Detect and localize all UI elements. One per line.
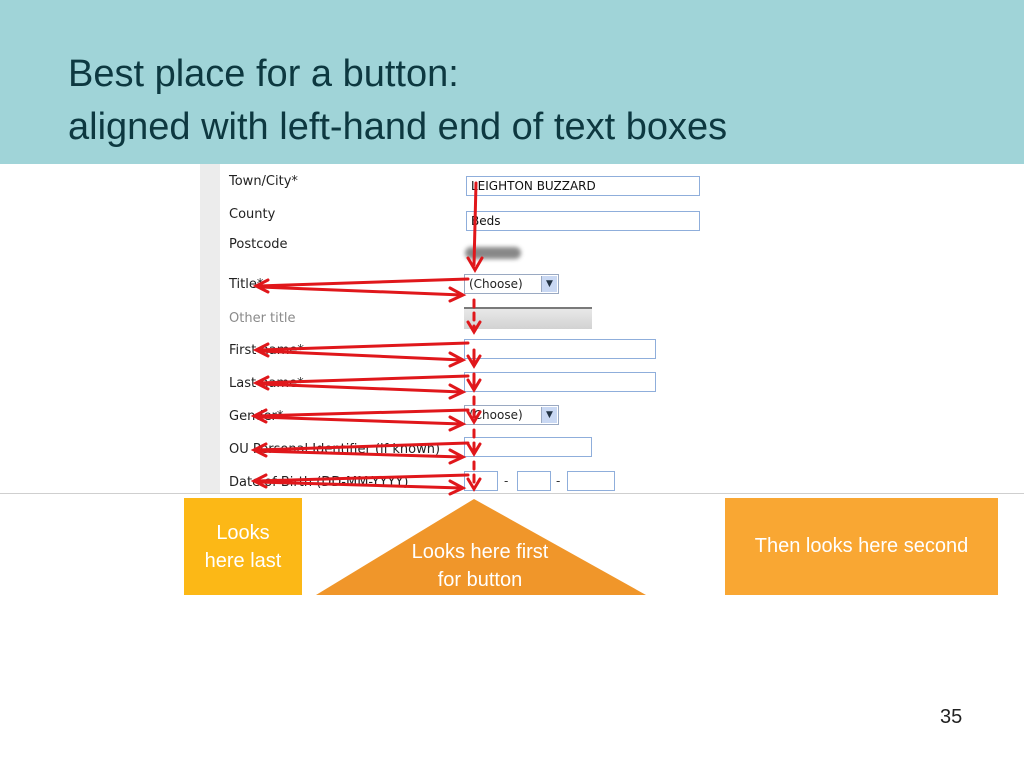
left-arrow-line	[256, 341, 470, 352]
right-arrow-line	[258, 382, 464, 394]
down-arrow-line	[472, 181, 478, 267]
left-arrow-line	[256, 277, 470, 288]
title-select-value: (Choose)	[469, 277, 523, 291]
right-arrow-line	[256, 415, 464, 426]
last-name-field[interactable]	[464, 372, 656, 392]
down-arrow-head	[466, 256, 484, 273]
eye-path-arrows	[250, 181, 484, 496]
right-arrow-head	[448, 415, 467, 432]
dob-separator: -	[556, 474, 561, 488]
callout-triangle	[316, 499, 646, 595]
postcode-blurred-value	[465, 247, 521, 259]
down-arrow-head	[466, 354, 482, 369]
county-field[interactable]: Beds	[466, 211, 700, 231]
callout-first-text: Looks here first for button	[411, 541, 549, 591]
right-arrow-head	[448, 351, 467, 368]
left-arrow-head	[252, 375, 270, 391]
down-arrow-head	[466, 477, 482, 492]
left-arrow-line	[256, 374, 470, 385]
slide-title: Best place for a button: aligned with le…	[68, 48, 727, 154]
slide-title-line-1: Best place for a button:	[68, 53, 459, 95]
right-arrow-line	[258, 349, 464, 362]
left-arrow-head	[252, 278, 270, 294]
chevron-down-icon: ▼	[541, 407, 557, 423]
gender-select-value: (Choose)	[469, 408, 523, 422]
left-arrow-line	[254, 473, 470, 483]
page-number: 35	[940, 706, 963, 728]
title-banner	[0, 0, 1024, 164]
right-arrow-head	[448, 286, 467, 303]
down-arrow-head	[466, 320, 482, 335]
town-city-label: Town/City*	[229, 174, 298, 189]
right-arrow-line	[256, 449, 464, 459]
down-arrow-head	[466, 410, 482, 425]
dob-separator: -	[504, 474, 509, 488]
other-title-label: Other title	[229, 311, 296, 326]
postcode-label: Postcode	[229, 237, 288, 252]
right-arrow-head	[448, 383, 467, 400]
left-arrow-line	[254, 441, 470, 452]
down-arrow-head	[466, 378, 482, 393]
left-arrow-head	[250, 442, 268, 458]
title-label: Title*	[229, 277, 264, 292]
chevron-down-icon: ▼	[541, 276, 557, 292]
callout-last-text: Looks here last	[204, 521, 282, 572]
callout-looks-here-second: Then looks here second	[725, 498, 998, 595]
left-arrow-head	[250, 473, 268, 489]
first-name-field[interactable]	[464, 339, 656, 359]
title-select[interactable]: (Choose) ▼	[464, 274, 559, 294]
down-arrow-head	[466, 442, 482, 457]
right-arrow-line	[258, 285, 464, 297]
town-city-field[interactable]: LEIGHTON BUZZARD	[466, 176, 700, 196]
other-title-field[interactable]	[464, 307, 592, 329]
left-arrow-line	[254, 408, 470, 418]
right-arrow-line	[256, 480, 464, 490]
county-label: County	[229, 207, 276, 222]
callout-looks-here-last: Looks here last	[184, 498, 302, 595]
right-arrow-head	[448, 479, 467, 496]
gender-select[interactable]: (Choose) ▼	[464, 405, 559, 425]
divider-line	[0, 493, 1024, 494]
dob-month-field[interactable]	[517, 471, 551, 491]
ou-identifier-field[interactable]	[464, 437, 592, 457]
dob-year-field[interactable]	[567, 471, 615, 491]
left-arrow-head	[252, 342, 270, 358]
callout-second-text: Then looks here second	[754, 535, 969, 557]
right-arrow-head	[448, 448, 467, 465]
slide-title-line-2: aligned with left-hand end of text boxes	[68, 106, 728, 148]
form-gutter	[200, 164, 220, 494]
left-arrow-head	[250, 408, 268, 424]
